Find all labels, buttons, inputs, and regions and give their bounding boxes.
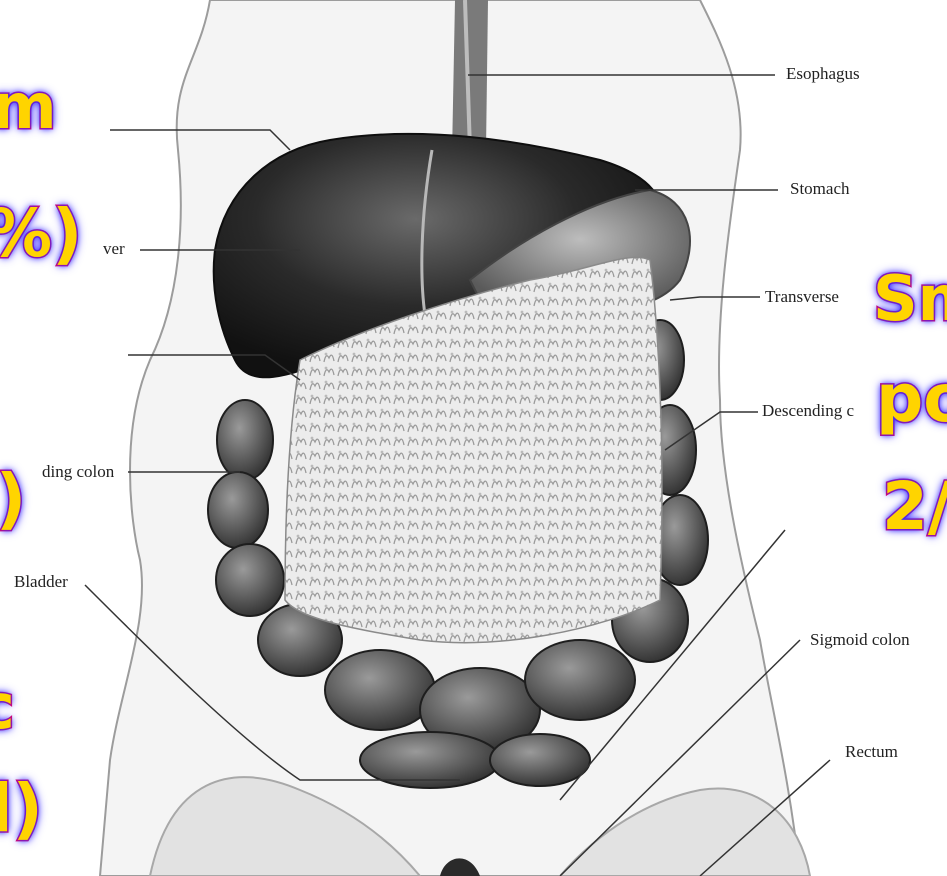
overlay-left-line-3: ) [0, 460, 26, 537]
overlay-left-line-5: l) [0, 770, 43, 847]
overlay-left-line-2: %) [0, 195, 82, 272]
ascending-colon-label-fragment: ding colon [42, 462, 114, 482]
bladder-label: Bladder [14, 572, 68, 592]
rectum-label: Rectum [845, 742, 898, 762]
esophagus-label: Esophagus [786, 64, 860, 84]
transverse-colon-label-fragment: Transverse [765, 287, 839, 307]
overlay-left-line-1: m [0, 70, 57, 143]
overlay-right-line-1: Sm [873, 262, 947, 335]
overlay-left-line-4: c [0, 670, 15, 743]
descending-colon-label-fragment: Descending c [762, 401, 854, 421]
overlay-right-line-2: po [876, 360, 947, 437]
liver-label-fragment: ver [103, 239, 125, 259]
sigmoid-colon-label: Sigmoid colon [810, 630, 910, 650]
stomach-label: Stomach [790, 179, 850, 199]
overlay-right-line-3: 2/ [882, 468, 947, 545]
